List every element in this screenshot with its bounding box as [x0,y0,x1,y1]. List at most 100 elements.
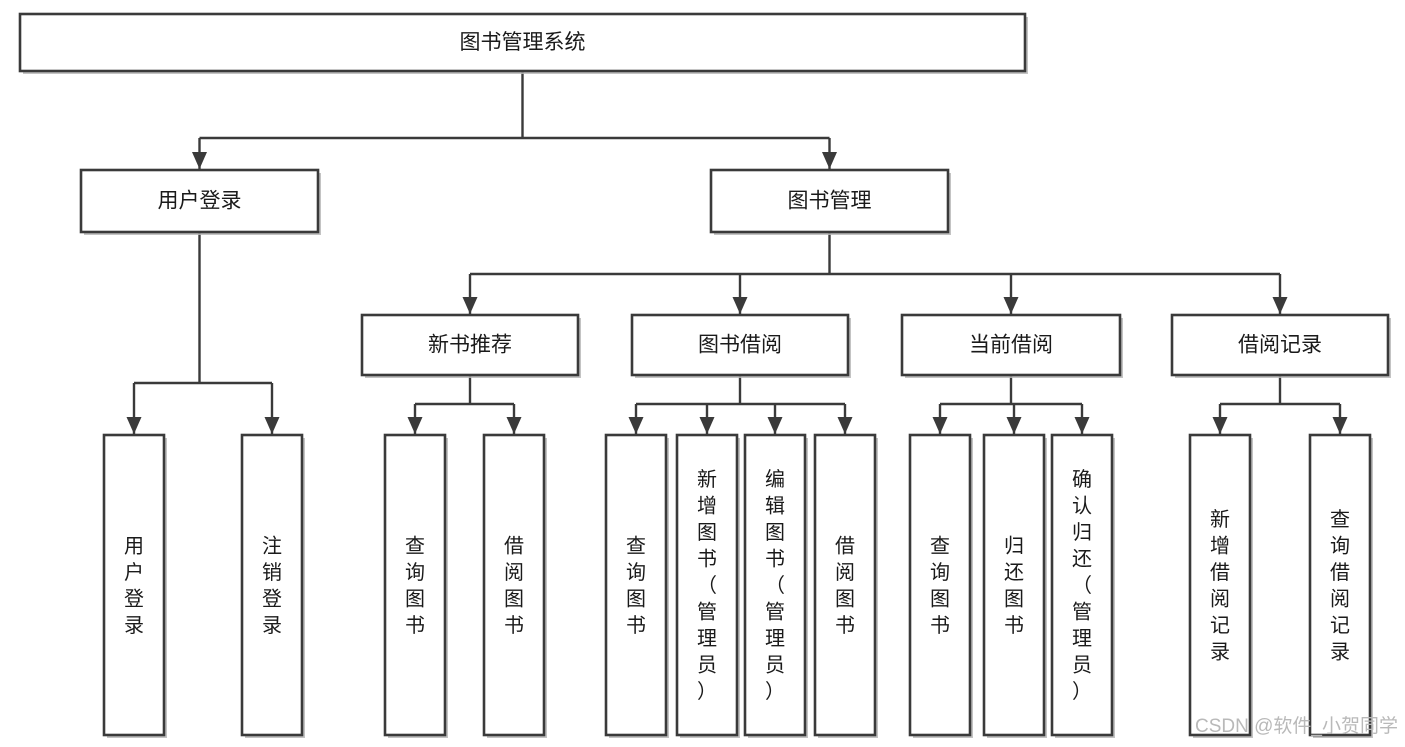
node-label-char: （ [697,574,717,597]
node-label: 图书管理系统 [460,31,586,54]
node-box[interactable] [675,433,739,737]
node-label-char: 书 [765,548,785,571]
node-box[interactable] [1050,433,1114,737]
node-label-char: 确 [1072,468,1092,491]
node-label-char: 询 [930,561,950,584]
node-box[interactable] [1308,433,1372,737]
node-label-char: 阅 [835,561,855,584]
node-label-char: 查 [626,534,646,557]
csdn-watermark: CSDN @软件_小贺同学 [1195,715,1398,737]
node-box[interactable] [360,313,580,377]
node-box[interactable] [604,433,668,737]
node-label-char: 查 [405,534,425,557]
node-box[interactable] [630,313,850,377]
node-label-char: 查 [930,534,950,557]
node-label-char: 录 [1330,641,1350,663]
arrow-head-icon [407,417,423,434]
arrow-head-icon [462,297,478,314]
node-label-char: 员 [765,655,785,677]
node-book-manage[interactable]: 图书管理 [709,168,951,235]
node-label: 当前借阅 [969,334,1053,357]
node-box[interactable] [1170,313,1390,377]
node-box[interactable] [240,433,304,737]
arrow-head-icon [932,417,948,434]
node-label-char: 图 [405,588,425,610]
node-label-char: 书 [835,614,855,637]
node-leaf-user-login[interactable]: 用户登录 [102,433,167,738]
node-user-login[interactable]: 用户登录 [79,168,321,235]
node-label-char: 书 [504,614,524,637]
node-label-char: 管 [697,601,717,624]
node-label-char: 销 [262,561,282,584]
node-label-char: ） [765,680,785,703]
node-box[interactable] [982,433,1046,737]
node-label-char: 增 [697,495,717,518]
node-label-char: 用 [124,535,144,557]
node-box[interactable] [18,12,1027,73]
arrow-head-icon [822,152,837,169]
node-box[interactable] [79,168,320,234]
node-borrow-record[interactable]: 借阅记录 [1170,313,1391,378]
node-box[interactable] [743,433,807,737]
arrow-head-icon [126,417,142,434]
node-label-char: 阅 [504,561,524,584]
node-label-char: 管 [1072,601,1092,624]
node-box[interactable] [900,313,1122,377]
node-label-char: 录 [124,615,144,637]
node-box[interactable] [709,168,950,234]
node-label-char: 图 [504,588,524,610]
node-label-char: 录 [262,615,282,637]
arrow-head-icon [1212,417,1228,434]
node-box[interactable] [1188,433,1252,737]
arrow-head-icon [699,417,715,434]
node-label-char: 借 [1330,561,1350,584]
node-box[interactable] [482,433,546,737]
node-layer: 图书管理系统用户登录图书管理新书推荐图书借阅当前借阅借阅记录用户登录注销登录查询… [18,12,1391,738]
arrow-head-icon [732,297,748,314]
node-label-char: ） [697,680,717,703]
node-box[interactable] [102,433,166,737]
node-label-char: 登 [262,587,282,610]
node-box[interactable] [383,433,447,737]
node-label-char: 询 [1330,534,1350,557]
node-label-char: 员 [697,655,717,677]
node-label-char: 编 [765,468,785,491]
node-new-book-rec[interactable]: 新书推荐 [360,313,581,378]
node-label-char: 新 [697,468,717,491]
node-label-char: 理 [765,628,785,650]
node-label-char: ） [1072,680,1092,703]
node-current-borrow[interactable]: 当前借阅 [900,313,1123,378]
node-label-char: 登 [124,587,144,610]
node-book-borrow[interactable]: 图书借阅 [630,313,851,378]
node-box[interactable] [813,433,877,737]
node-label-char: （ [1072,574,1092,597]
node-label-char: 记 [1330,614,1350,637]
arrow-head-icon [767,417,783,434]
node-root[interactable]: 图书管理系统 [18,12,1028,74]
node-label-char: 还 [1004,561,1024,584]
node-label-char: 辑 [765,495,785,518]
node-box[interactable] [908,433,972,737]
node-label-char: 增 [1210,534,1230,557]
node-label-char: 借 [835,534,855,557]
node-label-char: 图 [1004,588,1024,610]
node-label-char: 书 [697,548,717,571]
node-label-char: 阅 [1330,587,1350,610]
arrow-head-icon [1074,417,1090,434]
arrow-head-icon [1003,297,1019,314]
node-label-char: 认 [1072,495,1092,518]
arrow-head-icon [264,417,280,434]
